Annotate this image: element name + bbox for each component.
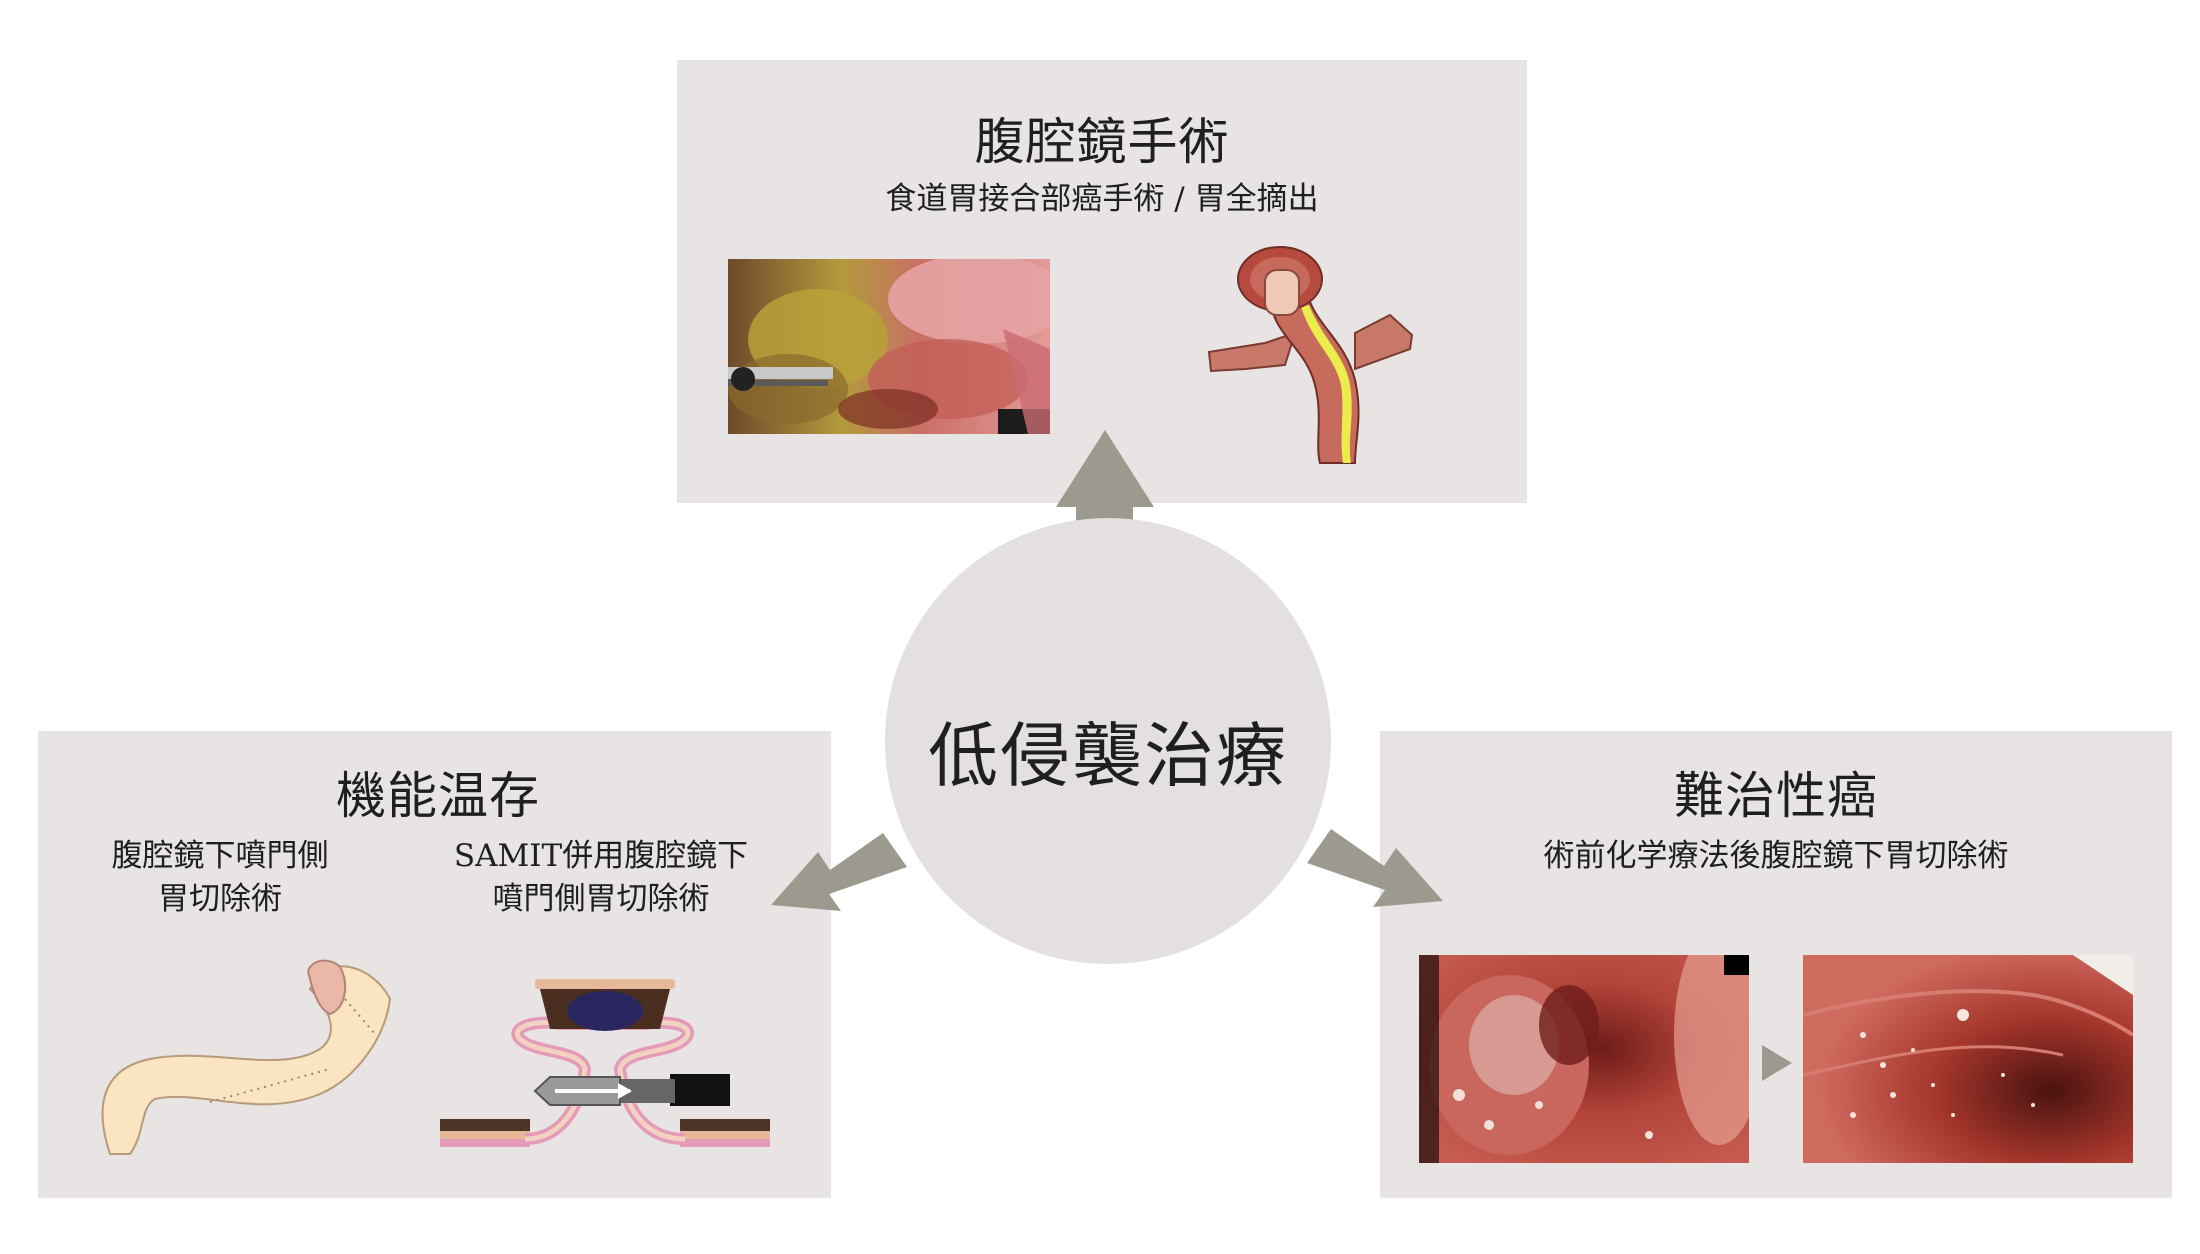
- item2-label-line1: SAMIT併用腹腔鏡下: [453, 838, 749, 874]
- endoscopy-after-photo: [1803, 955, 2133, 1163]
- item1-label-line2: 胃切除術: [158, 881, 282, 917]
- item2-label-line2: 噴門側胃切除術: [492, 881, 710, 917]
- arrow-down-right: [1307, 829, 1443, 907]
- top-panel-title: 腹腔鏡手術: [974, 113, 1230, 171]
- center-title: 低侵襲治療: [928, 715, 1288, 797]
- endoscopy-before-photo: [1419, 955, 1749, 1163]
- left-panel: 機能温存 腹腔鏡下噴門側 胃切除術 SAMIT併用腹腔鏡下 噴門側胃切除術: [38, 731, 831, 1198]
- proximal-gastrectomy-illustration: [90, 959, 400, 1159]
- before-after-arrow-icon: [1760, 1043, 1794, 1083]
- esophagogastric-junction-illustration: [1205, 245, 1415, 465]
- samit-procedure-illustration: [440, 979, 770, 1159]
- top-panel-subtitle: 食道胃接合部癌手術 / 胃全摘出: [885, 181, 1319, 217]
- right-panel-title: 難治性癌: [1674, 767, 1878, 825]
- right-panel-subtitle: 術前化学療法後腹腔鏡下胃切除術: [1543, 838, 2009, 874]
- right-panel: 難治性癌 術前化学療法後腹腔鏡下胃切除術: [1380, 731, 2172, 1198]
- left-panel-title: 機能温存: [336, 767, 540, 825]
- center-hub: [885, 518, 1331, 964]
- top-panel: 腹腔鏡手術 食道胃接合部癌手術 / 胃全摘出: [677, 60, 1527, 503]
- laparoscopic-surgery-photo: [728, 259, 1050, 434]
- item1-label-line1: 腹腔鏡下噴門側: [111, 838, 329, 874]
- arrow-down-left: [771, 833, 907, 911]
